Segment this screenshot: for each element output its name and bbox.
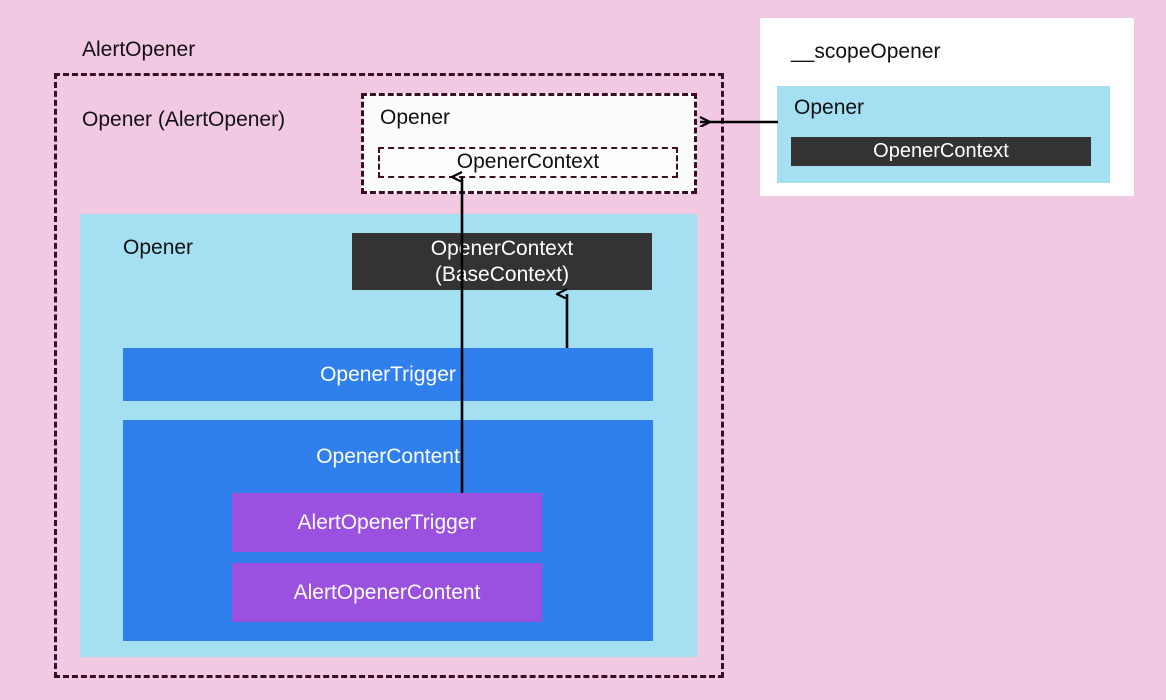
alert-opener-trigger-label: AlertOpenerTrigger: [297, 510, 477, 534]
center-opener-label: Opener: [380, 106, 451, 129]
opener-trigger-label: OpenerTrigger: [320, 362, 456, 386]
scope-opener-inner-label: Opener: [794, 96, 865, 119]
center-opener-context-label: OpenerContext: [456, 150, 600, 173]
opener-content-label: OpenerContent: [316, 445, 460, 468]
page-title: AlertOpener: [82, 38, 196, 61]
alert-opener-content-label: AlertOpenerContent: [293, 580, 481, 604]
alert-opener-content-box: AlertOpenerContent: [232, 563, 542, 622]
opener-context-base-line2: (BaseContext): [434, 262, 570, 286]
opener-context-base-box: OpenerContext (BaseContext): [352, 233, 652, 290]
outer-dashed-group: [54, 73, 724, 678]
opener-context-base-line1: OpenerContext: [430, 236, 574, 260]
scope-opener-inner-region: [777, 86, 1110, 183]
center-opener-context-box: [378, 147, 678, 178]
opener-trigger-box: OpenerTrigger: [123, 348, 653, 401]
scope-opener-context-label: OpenerContext: [873, 140, 1009, 163]
scope-opener-title: __scopeOpener: [791, 40, 941, 63]
scope-opener-context-box: OpenerContext: [791, 137, 1091, 166]
outer-dashed-group-label: Opener (AlertOpener): [82, 108, 286, 131]
alert-opener-trigger-box: AlertOpenerTrigger: [232, 493, 542, 552]
opener-blue-region-label: Opener: [123, 236, 194, 259]
